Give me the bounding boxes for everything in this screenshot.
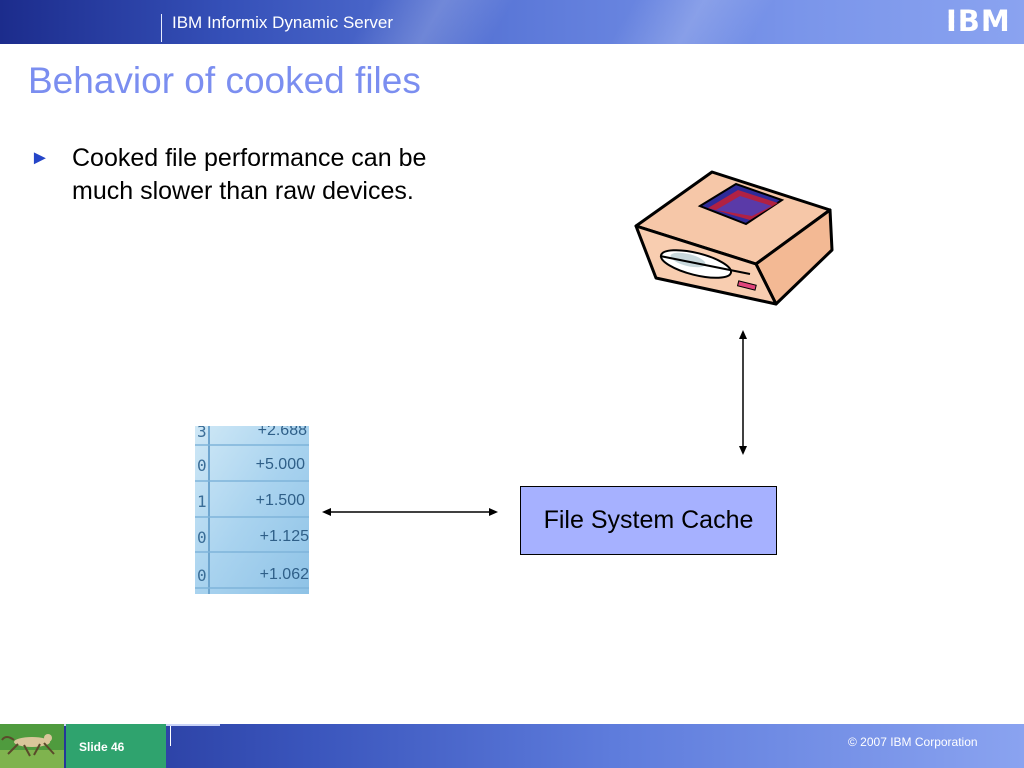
sheet-value: +1.125 — [259, 528, 309, 545]
header-divider — [161, 14, 162, 42]
cheetah-logo-icon — [0, 724, 64, 768]
header-band: IBM Informix Dynamic Server IBM — [0, 0, 1024, 44]
slide-number: Slide 46 — [79, 740, 125, 754]
triangle-bullet-icon: ► — [30, 147, 50, 169]
vertical-double-arrow — [739, 330, 747, 455]
footer-band: Slide 46 © 2007 IBM Corporation — [0, 724, 1024, 768]
spreadsheet-photo: 3 0 1 0 0 +2.688 +5.000 +1.500 +1.125 +1… — [195, 426, 309, 594]
slide-number-box — [66, 724, 166, 768]
sheet-value: +1.062 — [259, 566, 309, 583]
disk-drive-icon — [634, 170, 834, 306]
sheet-left-digit: 0 — [197, 566, 207, 585]
header-streak — [594, 0, 786, 44]
ibm-logo-icon: IBM — [946, 5, 1016, 37]
bullet-text: Cooked file performance can be much slow… — [72, 144, 427, 205]
footer-divider — [170, 726, 171, 746]
file-system-cache-box: File System Cache — [520, 486, 777, 555]
sheet-left-digit: 1 — [197, 492, 207, 511]
sheet-value: +2.688 — [257, 426, 307, 439]
sheet-value: +5.000 — [255, 456, 305, 473]
bullet-item: ► Cooked file performance can be much sl… — [30, 142, 500, 208]
sheet-left-digit: 0 — [197, 456, 207, 475]
horizontal-double-arrow — [322, 508, 498, 516]
sheet-left-digit: 3 — [197, 426, 207, 441]
sheet-value: +1.500 — [255, 492, 305, 509]
slide-title: Behavior of cooked files — [28, 60, 421, 101]
product-name: IBM Informix Dynamic Server — [172, 13, 394, 32]
copyright-text: © 2007 IBM Corporation — [848, 735, 978, 749]
sheet-left-digit: 0 — [197, 528, 207, 547]
